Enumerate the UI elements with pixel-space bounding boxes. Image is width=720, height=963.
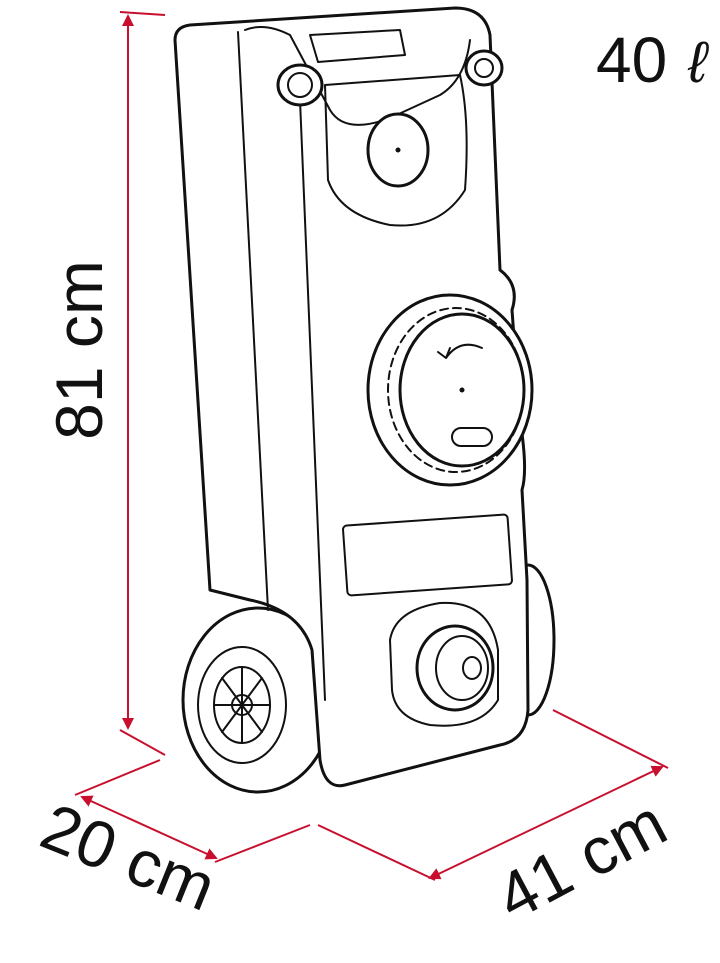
height-label: 81 cm (42, 260, 116, 440)
drain-outlet (389, 601, 499, 727)
volume-unit: ℓ (687, 30, 709, 95)
width-label: 41 cm (484, 785, 677, 935)
label-plate (342, 513, 513, 597)
main-screw-cap (366, 293, 534, 487)
right-cap (464, 49, 504, 87)
volume-label: 40 ℓ (596, 24, 709, 96)
depth-dimension (74, 759, 311, 863)
volume-value: 40 (596, 24, 667, 96)
tank-illustration (173, 6, 556, 794)
depth-label: 20 cm (31, 789, 225, 925)
tank-body (173, 6, 530, 788)
width-dimension (317, 709, 669, 881)
height-dimension (119, 11, 166, 756)
left-cap (276, 63, 324, 107)
rotate-arrow-icon (437, 343, 483, 359)
